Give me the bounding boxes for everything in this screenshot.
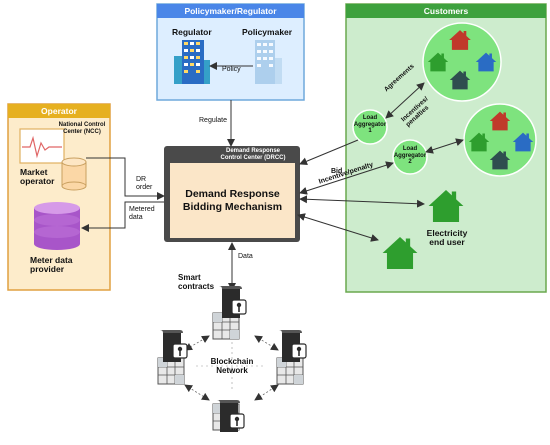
- metered-data-arrow: [81, 201, 164, 232]
- ncc-label: National Control Center (NCC): [58, 122, 106, 135]
- end-user-arrow-2: [297, 213, 379, 242]
- aggregator2-group-arrow: [425, 138, 464, 154]
- end-user-arrow: [299, 195, 425, 208]
- market-operator-database-icon: [61, 157, 87, 191]
- incentive-penalty-arrow: [299, 161, 394, 195]
- regulator-building-icon: [174, 40, 210, 84]
- policymaker-label: Policymaker: [242, 27, 293, 37]
- contract-lock-icon: [278, 329, 307, 363]
- bid-label: Bid: [331, 168, 343, 175]
- policymaker-panel-title: Policymaker/Regulator: [184, 6, 277, 16]
- operator-panel-title: Operator: [41, 106, 77, 116]
- load-aggregator-1-node: [352, 109, 388, 145]
- bid-arrow: [299, 139, 359, 166]
- regulate-label: Regulate: [199, 117, 228, 124]
- drcc-box: [164, 146, 300, 242]
- contract-lock-icon: [159, 329, 188, 363]
- market-operator-label: Market operator: [20, 167, 55, 187]
- dr-order-label: DR order: [136, 176, 153, 191]
- load-aggregator-2-label: Load Aggregator 2: [393, 146, 427, 166]
- dr-order-arrow: [86, 157, 165, 200]
- contract-lock-icon: [216, 399, 245, 433]
- drcc-mechanism-title: Demand Response Bidding Mechanism: [182, 188, 283, 214]
- data-label: Data: [238, 253, 253, 260]
- load-aggregator-1-label: Load Aggregator 1: [353, 115, 387, 135]
- electricity-end-user-label: Electricity end user: [426, 228, 468, 248]
- customers-panel-title: Customers: [423, 6, 469, 16]
- metered-data-label: Metered data: [129, 206, 155, 221]
- customer-group-2: [463, 103, 537, 177]
- ncc-monitor-icon: [19, 128, 65, 164]
- blockchain-network-label: Blockchain Network: [210, 357, 254, 375]
- load-aggregator-2-node: [392, 139, 428, 175]
- customer-group-1: [422, 22, 502, 102]
- meter-data-provider-label: Meter data provider: [30, 255, 73, 275]
- policymaker-regulator-panel: [156, 3, 305, 101]
- contract-lock-icon: [218, 285, 247, 319]
- blockchain-network: [184, 335, 279, 401]
- meter-data-database-icon: [34, 202, 80, 250]
- agreements-arrow: [385, 82, 425, 119]
- regulator-label: Regulator: [172, 27, 212, 37]
- drcc-header: Demand Response Control Center (DRCC): [220, 148, 286, 161]
- policy-label: Policy: [222, 66, 241, 73]
- policymaker-building-icon: [255, 40, 282, 84]
- smart-contracts-label: Smart contracts: [178, 273, 215, 291]
